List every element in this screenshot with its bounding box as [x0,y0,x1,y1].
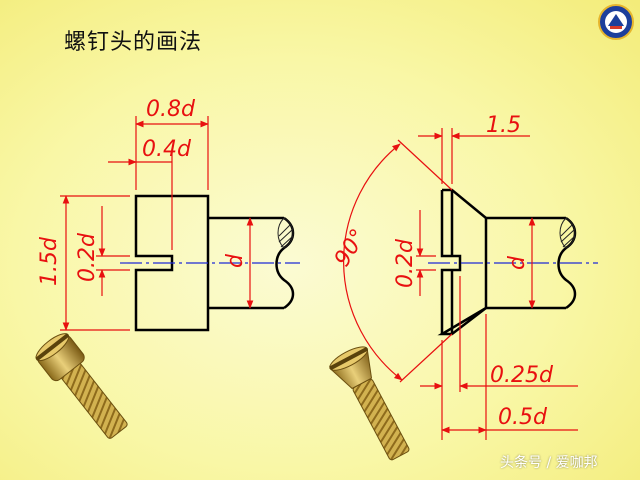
left-screw-drawing: 0.8d 0.4d 1.5d 0.2d d [37,97,300,332]
left-hatch-lines [278,224,294,248]
right-hatch-lines [560,224,576,248]
left-break-hatch [277,217,294,249]
dim-head-height-label: 1.5d [37,236,62,286]
dim-countersink-angle-label: 90° [330,225,372,271]
left-head-outline [134,194,210,332]
countersunk-screw-illustration [329,346,410,461]
dim-top-offset-label: 1.5 [486,113,521,138]
dim-head-depth-label: 0.5d [498,405,548,430]
dim-slot-width-label: 0.2d [75,232,100,282]
dim-slot-depth-label: 0.25d [490,363,554,388]
cylinder-head-screw-illustration [35,333,128,439]
dim-right-shank-diameter-label: d [505,255,530,270]
right-head-outline [437,188,487,336]
university-logo-icon [598,4,634,40]
dim-right-slot-width-label: 0.2d [393,238,418,288]
dim-slot-offset-label: 0.4d [142,137,192,162]
slide-title: 螺钉头的画法 [64,30,203,55]
dim-shank-diameter-label: d [223,253,248,268]
dim-head-length-label: 0.8d [146,97,196,122]
right-break-hatch [559,217,576,249]
left-dimension-lines [60,116,254,331]
right-dimension-lines [343,128,578,440]
watermark-text: 头条号 / 爱咖邦 [500,455,598,471]
